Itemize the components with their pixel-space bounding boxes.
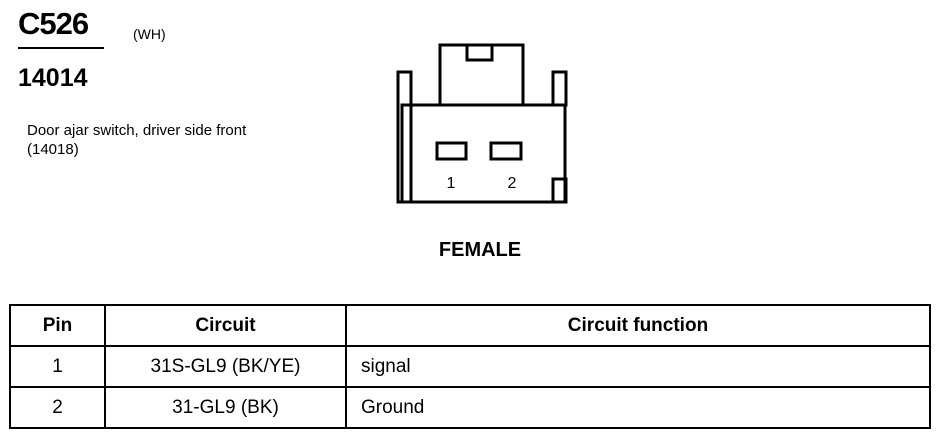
connector-body — [400, 103, 567, 204]
connector-gender-label: FEMALE — [438, 239, 522, 261]
pin-label-1: 1 — [447, 175, 456, 192]
cell-circuit: 31S-GL9 (BK/YE) — [104, 345, 347, 388]
connector-id-underline — [18, 47, 104, 49]
cell-pin: 2 — [9, 386, 106, 429]
header-circuit-function: Circuit function — [345, 304, 931, 347]
right-lock-ear — [551, 70, 568, 107]
latch-tab — [465, 43, 494, 62]
table-header-row: Pin Circuit Circuit function — [9, 304, 931, 347]
polarity-key — [551, 177, 568, 204]
pin-cavity-2 — [489, 141, 523, 161]
header-circuit: Circuit — [104, 304, 347, 347]
part-number: 14014 — [18, 64, 88, 92]
cell-pin: 1 — [9, 345, 106, 388]
cell-circuit: 31-GL9 (BK) — [104, 386, 347, 429]
pin-label-2: 2 — [508, 175, 517, 192]
left-lock-ear — [396, 70, 413, 204]
connector-face-drawing: 1 2 — [396, 43, 568, 204]
table-row: 2 31-GL9 (BK) Ground — [9, 386, 931, 429]
connector-color: (WH) — [133, 26, 166, 42]
connector-description: Door ajar switch, driver side front (140… — [27, 122, 247, 158]
cell-circuit-function: signal — [345, 345, 931, 388]
header-pin: Pin — [9, 304, 106, 347]
cell-circuit-function: Ground — [345, 386, 931, 429]
connector-id: C526 — [18, 6, 89, 41]
pin-cavity-1 — [435, 141, 468, 161]
table-row: 1 31S-GL9 (BK/YE) signal — [9, 345, 931, 388]
latch-housing — [438, 43, 525, 107]
pinout-table: Pin Circuit Circuit function 1 31S-GL9 (… — [9, 304, 931, 429]
